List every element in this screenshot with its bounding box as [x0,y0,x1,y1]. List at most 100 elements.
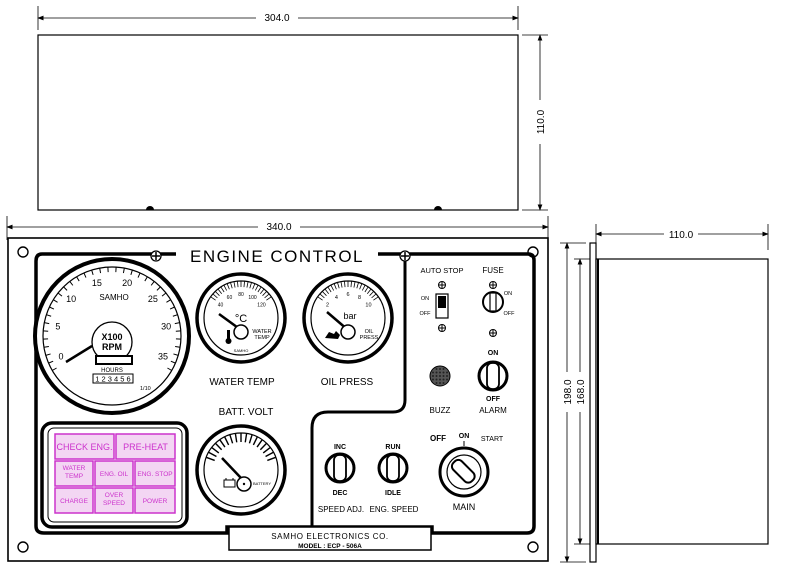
water-temp-label: WATER TEMP [209,377,275,388]
main-label: MAIN [453,502,476,512]
fuse-label: FUSE [482,266,503,275]
main-on: ON [459,433,470,440]
nameplate-maker: SAMHO ELECTRONICS CO. [271,532,389,541]
dimension-panel-height-inner: 168.0 [576,379,587,404]
buzzer-hole [439,372,441,374]
tachometer-tick-label: 30 [161,321,171,331]
buzzer-hole [436,375,438,377]
alarm-off: OFF [486,396,501,403]
nameplate-model: MODEL : ECP - 506A [298,543,362,550]
oil-press-face-line2: PRESS [360,335,379,341]
alarm-on: ON [488,350,499,357]
dimension-panel-width: 340.0 [266,222,291,233]
tachometer-tick-label: 20 [122,278,132,288]
buzzer-hole [446,372,448,374]
auto-stop-switch[interactable] [436,294,448,318]
buzzer-hole [443,368,445,370]
main-key-switch[interactable] [440,448,488,496]
lamp-eng-stop: ENG. STOP [137,471,172,478]
indicator-lamp-block: CHECK ENG. PRE-HEAT WATER TEMP ENG. OIL … [42,423,187,527]
screw-icon [400,251,410,261]
tachometer-tick-label: 10 [66,294,76,304]
water-temp-brand: SAMHO [234,348,249,353]
hours-counter: 1 2 3 4 5 6 [95,375,130,384]
alarm-label: ALARM [479,406,507,415]
fuse-on: ON [504,291,512,297]
speed-adj-switch[interactable] [326,454,354,482]
tachometer-unit-bottom: RPM [102,342,122,352]
buzzer-hole [436,368,438,370]
lamp-water-temp: WATER TEMP [55,465,93,481]
buzzer-hole [439,375,441,377]
auto-stop-label: AUTO STOP [420,266,463,275]
oil-press-tick-label: 2 [326,303,329,309]
buzzer-hole [446,379,448,381]
oil-press-label: OIL PRESS [321,377,374,388]
top-view: 304.0 110.0 [38,6,548,210]
water-temp-tick-label: 100 [248,295,257,301]
tachometer-tick-label: 15 [92,278,102,288]
water-temp-tick-label: 120 [257,303,266,309]
buzzer-hole [432,379,434,381]
water-temp-tick-label: 80 [238,292,244,298]
batt-volt-label: BATT. VOLT [219,407,274,418]
lamp-check-eng: CHECK ENG. [56,442,112,452]
screw-icon [151,251,161,261]
dimension-side-depth: 110.0 [669,230,694,241]
screw-icon [439,282,446,289]
fuse-switch[interactable] [483,292,503,312]
speed-adj-inc: INC [334,444,346,451]
oil-press-tick-label: 4 [335,295,338,301]
oil-press-unit: bar [343,311,356,321]
screw-icon [490,330,497,337]
eng-speed-idle: IDLE [385,490,401,497]
front-panel: ENGINE CONTROL SAMHO 0 5 10 15 20 25 30 … [8,238,548,561]
buzzer-hole [443,382,445,384]
buzzer-hole [443,379,445,381]
screw-icon [490,282,497,289]
batt-volt-gauge: BATTERY [197,426,285,514]
speed-adj-label: SPEED ADJ. [318,505,364,514]
buzzer-hole [439,379,441,381]
oil-press-tick-label: 10 [365,303,371,309]
buzzer-hole [432,372,434,374]
dimension-top-width: 304.0 [264,13,289,24]
eng-speed-run: RUN [385,444,400,451]
auto-stop-on: ON [421,296,429,302]
auto-stop-off: OFF [420,311,432,317]
hours-label: HOURS [101,368,123,374]
buzzer-icon [430,366,450,386]
buzzer-hole [439,368,441,370]
buzz-label: BUZZ [430,406,451,415]
panel-title: ENGINE CONTROL [190,247,364,266]
buzzer-hole [443,375,445,377]
buzzer-hole [432,375,434,377]
tachometer-tick-label: 25 [148,294,158,304]
batt-volt-face: BATTERY [253,481,271,486]
screw-icon [439,325,446,332]
tachometer-tick-label: 0 [58,352,63,362]
lamp-eng-oil: ENG. OIL [100,471,129,478]
alarm-toggle-switch[interactable] [479,362,507,390]
water-temp-gauge: 40 60 80 100 120 °C WATER TEMP SAMHO [197,274,285,362]
tachometer-brand: SAMHO [99,293,128,302]
water-temp-unit: °C [235,313,247,325]
lamp-charge: CHARGE [60,498,88,505]
buzzer-hole [436,382,438,384]
buzzer-hole [446,375,448,377]
tachometer-tick-label: 5 [55,321,60,331]
side-view: 110.0 198.0 168.0 [560,224,768,562]
tachometer-tick-label: 35 [158,352,168,362]
speed-adj-dec: DEC [333,490,348,497]
buzzer-hole [443,372,445,374]
fuse-off: OFF [504,311,516,317]
eng-speed-switch[interactable] [379,454,407,482]
oil-press-gauge: 2 4 6 8 10 bar OIL PRESS [304,274,392,362]
main-off: OFF [430,434,446,443]
hours-tenth: 1/10 [140,386,151,392]
tachometer-gauge: SAMHO 0 5 10 15 20 25 30 35 X100 RPM HOU… [35,259,189,413]
buzzer-hole [439,382,441,384]
buzzer-hole [436,379,438,381]
lamp-power: POWER [143,498,168,505]
buzzer-hole [436,372,438,374]
